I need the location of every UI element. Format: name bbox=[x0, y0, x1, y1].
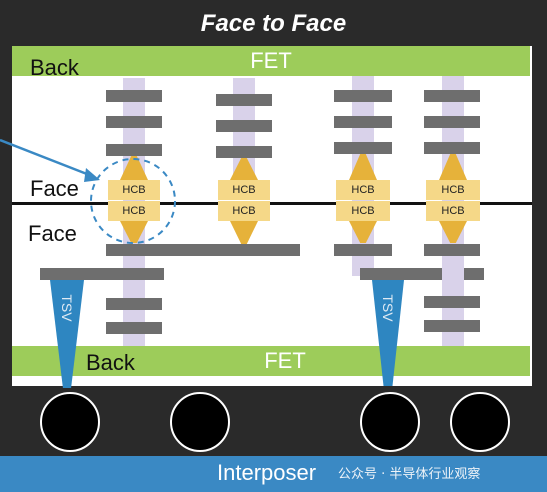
interposer bbox=[0, 456, 547, 492]
metal-line bbox=[216, 120, 272, 132]
back-top-label: Back bbox=[30, 55, 79, 80]
callout-arrow-head bbox=[84, 168, 100, 182]
hcb-pad: HCB bbox=[108, 180, 160, 200]
hcb-highlight-circle bbox=[90, 158, 176, 244]
metal-line bbox=[40, 268, 164, 280]
metal-line bbox=[334, 244, 392, 256]
bonding-interface bbox=[12, 202, 532, 205]
metal-line bbox=[106, 322, 162, 334]
hcb-label: HCB bbox=[351, 184, 375, 196]
hcb-pad: HCB bbox=[218, 180, 270, 200]
metal-line bbox=[424, 90, 480, 102]
solder-bump bbox=[170, 392, 230, 452]
metal-line bbox=[424, 296, 480, 308]
diagram-title: Face to Face bbox=[200, 10, 347, 37]
metal-line bbox=[424, 116, 480, 128]
hcb-label: HCB bbox=[122, 205, 146, 217]
hcb-pad: HCB bbox=[426, 201, 480, 221]
metal-line bbox=[106, 144, 162, 156]
face-top-label: Face bbox=[30, 176, 79, 201]
hcb-label: HCB bbox=[122, 184, 146, 196]
back-bottom-label: Back bbox=[86, 350, 135, 375]
hcb-label: HCB bbox=[232, 205, 256, 217]
solder-bump bbox=[360, 392, 420, 452]
metal-line bbox=[106, 90, 162, 102]
hcb-label: HCB bbox=[441, 184, 465, 196]
metal-line bbox=[216, 146, 272, 158]
hcb-pad: HCB bbox=[218, 201, 270, 221]
top-fet-label: FET bbox=[250, 48, 292, 73]
bottom-fet-layer: FET bbox=[12, 346, 530, 376]
hcb-pad: HCB bbox=[336, 201, 390, 221]
bottom-fet-label: FET bbox=[264, 348, 306, 373]
solder-bump bbox=[40, 392, 100, 452]
metal-line bbox=[424, 320, 480, 332]
metal-line bbox=[334, 90, 392, 102]
face-bottom-label: Face bbox=[28, 221, 77, 246]
hcb-pad: HCB bbox=[426, 180, 480, 200]
metal-line bbox=[216, 94, 272, 106]
callout-arrow-line bbox=[0, 138, 93, 178]
hcb-pad: HCB bbox=[336, 180, 390, 200]
metal-line bbox=[106, 244, 300, 256]
metal-line bbox=[424, 244, 480, 256]
hcb-label: HCB bbox=[351, 205, 375, 217]
top-fet-layer: FET bbox=[12, 46, 530, 76]
metal-line bbox=[334, 116, 392, 128]
solder-bump bbox=[450, 392, 510, 452]
hcb-label: HCB bbox=[441, 205, 465, 217]
hcb-pad: HCB bbox=[108, 201, 160, 221]
metal-line bbox=[424, 142, 480, 154]
metal-line bbox=[334, 142, 392, 154]
hcb-label: HCB bbox=[232, 184, 256, 196]
interposer-label: Interposer bbox=[217, 460, 317, 485]
metal-line bbox=[106, 116, 162, 128]
metal-line bbox=[106, 298, 162, 310]
watermark: 公众号 · 半导体行业观察 bbox=[338, 467, 481, 482]
